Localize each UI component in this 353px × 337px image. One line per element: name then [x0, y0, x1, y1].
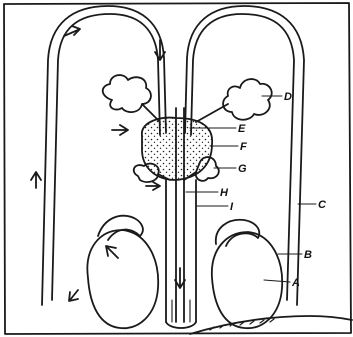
- label-d: D: [284, 91, 292, 103]
- scrotum-outline: [190, 316, 352, 334]
- label-b: B: [304, 249, 312, 261]
- left-seminal-vesicle: [103, 75, 160, 122]
- arrow-right-lower: [146, 182, 160, 190]
- label-c: C: [318, 199, 327, 211]
- label-e: E: [238, 123, 246, 135]
- leader-a: [264, 280, 290, 282]
- shaft-divider-bottom: [172, 300, 190, 322]
- prostate-gland: [142, 118, 212, 180]
- right-seminal-vesicle: [196, 79, 272, 122]
- label-f: F: [240, 141, 247, 153]
- arrow-right-to-prostate: [112, 125, 128, 135]
- label-a: A: [291, 277, 300, 289]
- left-testis: [87, 230, 158, 328]
- label-g: G: [238, 163, 247, 175]
- left-epididymis: [98, 216, 143, 240]
- arrow-up-left-side: [31, 172, 41, 188]
- label-h: H: [220, 187, 229, 199]
- arrow-diagonal-testis: [106, 246, 118, 258]
- arrow-bottom-left: [69, 290, 78, 301]
- label-i: I: [230, 201, 234, 213]
- penis-tip: [166, 322, 196, 328]
